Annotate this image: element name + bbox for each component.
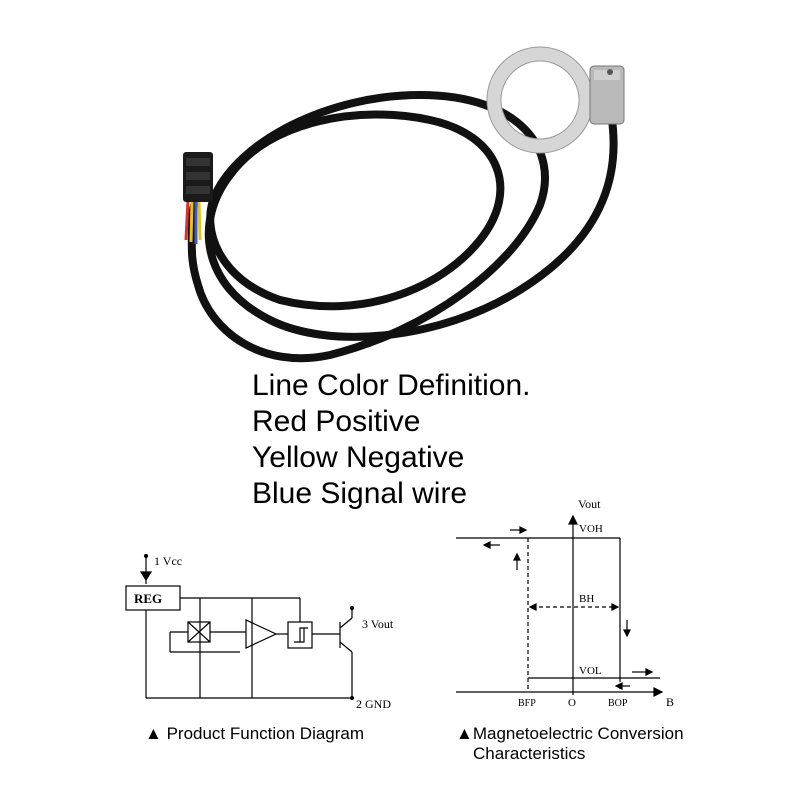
bfp-label: BFP [518, 698, 536, 709]
bh-label: BH [579, 593, 594, 605]
x-axis-label: B [666, 695, 674, 709]
sensor-ring [486, 46, 594, 154]
conversion-caption-line1: Magnetoelectric Conversion [472, 724, 684, 743]
connector-plug [183, 152, 213, 202]
sensor-cable [187, 90, 618, 363]
bop-label: BOP [608, 698, 628, 709]
definition-yellow: Yellow Negative [252, 441, 465, 474]
function-diagram-caption-text: Product Function Diagram [166, 724, 365, 743]
y-axis-label: Vout [578, 497, 601, 511]
gnd-label: 2 GND [356, 697, 391, 711]
triangle-icon: ▲ [145, 724, 162, 743]
function-diagram-caption: ▲ Product Function Diagram [145, 724, 364, 744]
definition-title: Line Color Definition. [252, 369, 531, 402]
origin-label: O [568, 697, 576, 709]
line-color-definition: Line Color Definition. Red Positive Yell… [252, 368, 530, 512]
vol-label: VOL [579, 665, 602, 677]
definition-red: Red Positive [252, 405, 421, 438]
vout-label: 3 Vout [362, 617, 394, 631]
sensor-housing [589, 65, 625, 125]
conversion-caption-line2: Characteristics [473, 744, 586, 763]
product-function-diagram: 1 Vcc REG 3 Vout 2 GND [125, 553, 394, 711]
voh-label: VOH [579, 523, 603, 535]
magnetoelectric-conversion-chart: Vout B VOH VOL BH BFP O BOP [456, 497, 674, 709]
vcc-label: 1 Vcc [154, 554, 182, 568]
conversion-chart-caption: ▲Magnetoelectric Conversion Characterist… [456, 724, 684, 764]
reg-label: REG [134, 591, 162, 606]
sensor-product-photo [183, 46, 625, 363]
triangle-icon: ▲ [456, 724, 473, 743]
definition-blue: Blue Signal wire [252, 477, 468, 510]
color-wires [184, 199, 202, 244]
